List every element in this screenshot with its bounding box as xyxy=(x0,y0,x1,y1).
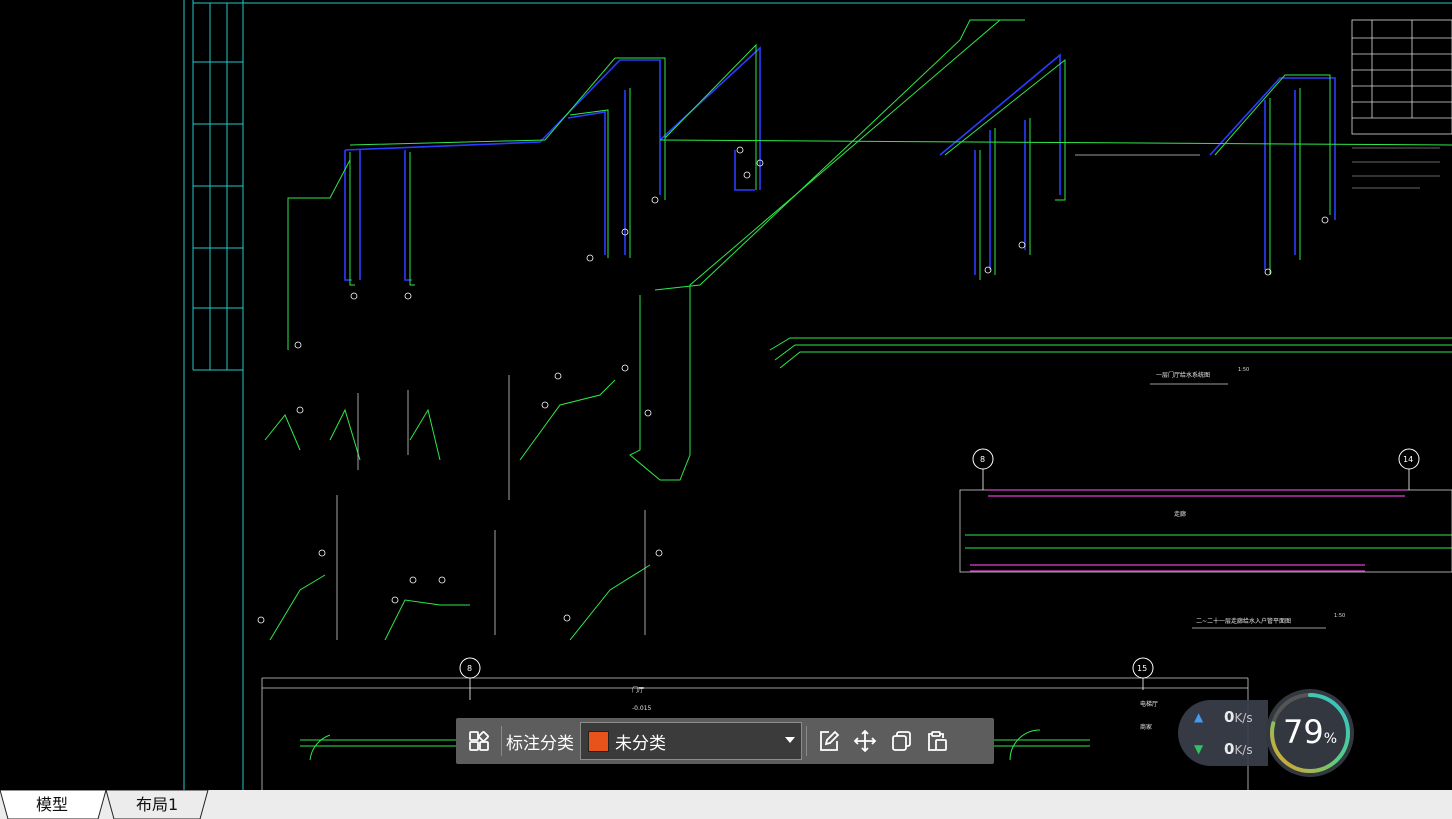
tab-shapes xyxy=(0,790,209,819)
download-speed: ▼ 0K/s xyxy=(1188,740,1264,760)
category-color-swatch xyxy=(588,730,609,752)
paste-button[interactable] xyxy=(919,723,955,759)
gauge-readout: 79% xyxy=(1266,713,1354,751)
label-level: -0.015 xyxy=(632,705,652,712)
usage-gauge[interactable]: 79% xyxy=(1266,689,1354,777)
gauge-ring xyxy=(1270,693,1350,773)
grid-button[interactable] xyxy=(461,723,497,759)
magenta-lines xyxy=(970,489,1405,572)
grid-label-8-upper: 8 xyxy=(980,455,985,464)
legend-table xyxy=(1351,19,1452,189)
edit-icon xyxy=(820,730,840,751)
gauge-unit: % xyxy=(1323,731,1338,747)
copy-button[interactable] xyxy=(883,723,919,759)
network-speed-panel[interactable]: ▲ 0K/s ▼ 0K/s xyxy=(1178,700,1268,766)
grid-label-8-lower: 8 xyxy=(467,664,472,673)
move-button[interactable] xyxy=(847,723,883,759)
title-first-floor: 一层门厅给水系统图 xyxy=(1156,371,1210,379)
edit-button[interactable] xyxy=(811,723,847,759)
upload-value: 0 xyxy=(1224,708,1235,726)
white-lines xyxy=(261,154,1452,790)
label-corridor: 走廊 xyxy=(1174,510,1186,518)
download-unit: K/s xyxy=(1234,743,1253,757)
blue-pipes xyxy=(344,46,1336,281)
chevron-down-icon xyxy=(785,737,795,743)
annotation-toolbar: 标注分类 未分类 xyxy=(456,718,994,764)
paste-icon xyxy=(928,731,947,751)
tab-model[interactable]: 模型 xyxy=(36,795,69,814)
label-elevator-hall: 电梯厅 xyxy=(1140,700,1158,708)
title-typical-floors: 二~二十一层走廊给水入户管平面图 xyxy=(1196,617,1291,625)
grid-label-15: 15 xyxy=(1137,664,1147,673)
download-arrow-icon: ▼ xyxy=(1194,742,1204,756)
category-label: 标注分类 xyxy=(506,733,574,754)
drawing-frame xyxy=(183,0,1452,790)
layout-tab-bar xyxy=(0,790,1452,819)
category-dropdown[interactable]: 未分类 xyxy=(580,722,802,760)
cad-drawing-canvas[interactable]: 8 14 8 15 一层门厅给水系统图 1:50 二~二十一层走廊给水入户管平面… xyxy=(0,0,1452,790)
scale-first-floor: 1:50 xyxy=(1238,367,1249,373)
upload-speed: ▲ 0K/s xyxy=(1188,708,1264,728)
upload-unit: K/s xyxy=(1234,711,1253,725)
move-icon xyxy=(853,729,877,753)
category-value: 未分类 xyxy=(615,733,666,754)
gauge-progress-arc xyxy=(1270,693,1350,773)
copy-icon xyxy=(892,731,911,751)
valve-markers xyxy=(257,146,1329,624)
lower-plan-lines xyxy=(300,729,1090,761)
upload-arrow-icon: ▲ xyxy=(1194,710,1204,724)
grid-label-14: 14 xyxy=(1403,455,1413,464)
scale-typical-floors: 1:50 xyxy=(1334,613,1345,619)
grid-icon xyxy=(469,731,489,751)
download-value: 0 xyxy=(1224,740,1235,758)
gauge-value: 79 xyxy=(1282,713,1324,751)
toolbar-separator xyxy=(501,726,502,756)
green-pipes xyxy=(264,19,1452,641)
label-shop: 商家 xyxy=(1140,723,1152,731)
label-gate-hall: 门厅 xyxy=(632,686,644,694)
toolbar-separator xyxy=(806,726,807,756)
tab-layout-1[interactable]: 布局1 xyxy=(136,795,179,814)
